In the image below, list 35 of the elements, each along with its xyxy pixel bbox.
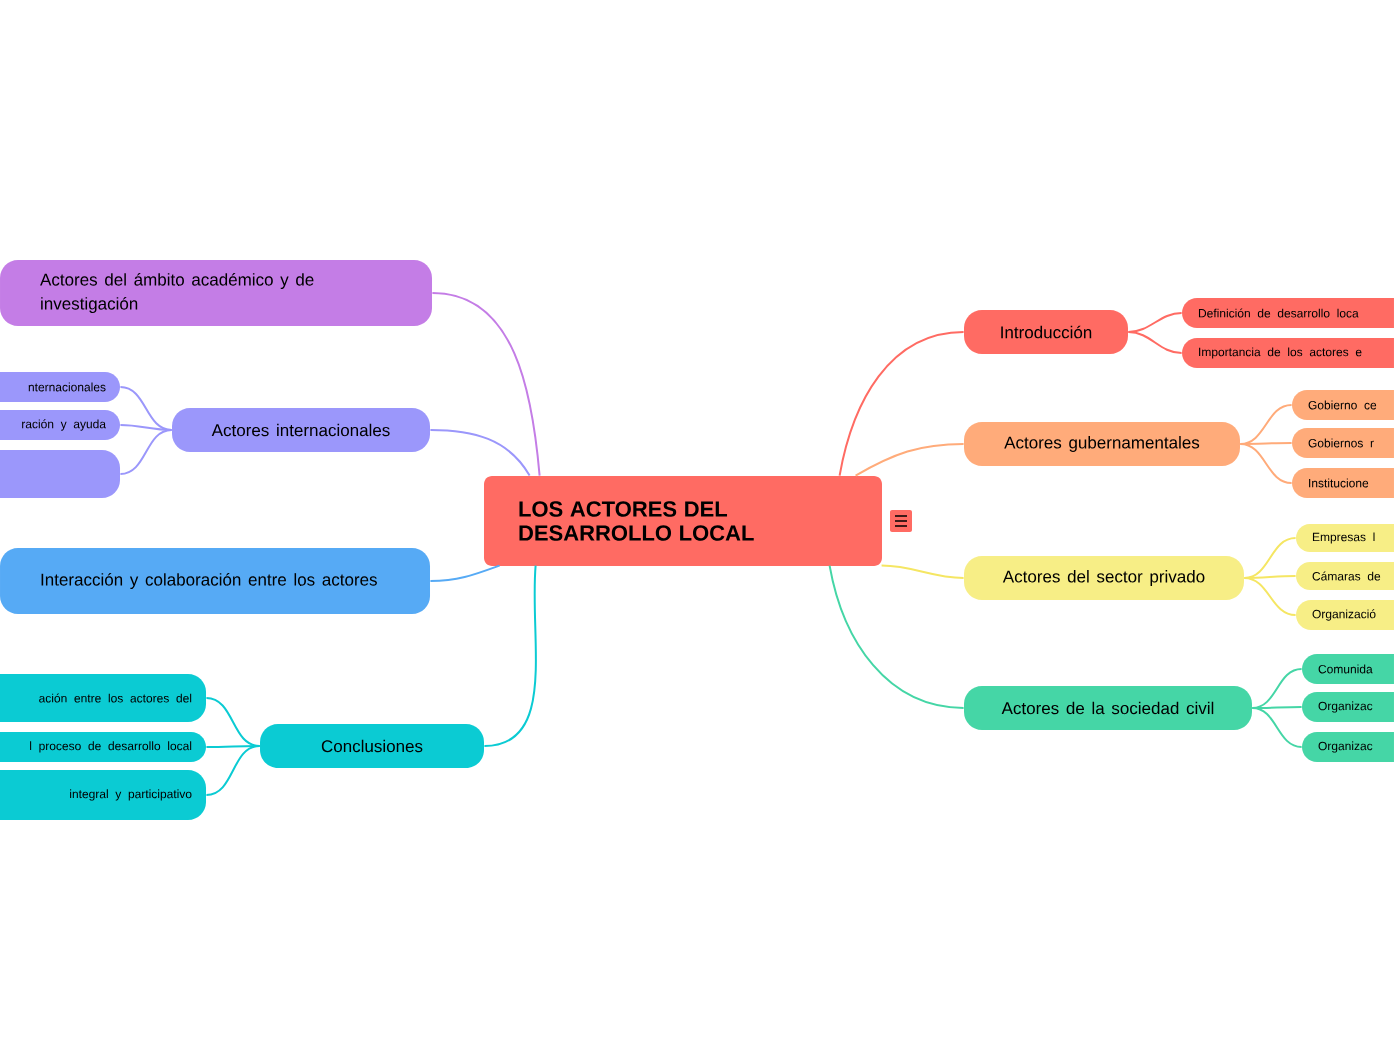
connector-line — [1239, 442, 1293, 445]
connector-line — [1127, 312, 1183, 333]
connector-line — [1251, 707, 1303, 748]
topic-box: Actores del sector privado — [964, 556, 1244, 600]
connector-line — [431, 292, 541, 477]
subtopic-box — [0, 450, 120, 498]
connector-line — [1251, 668, 1303, 709]
connector-line — [119, 429, 173, 475]
central-topic-box: LOS ACTORES DEL DESARROLLO LOCAL — [484, 476, 882, 566]
connector-line — [1239, 443, 1293, 484]
topic-box: Interacción y colaboración entre los actores — [0, 548, 430, 614]
connector-line — [1239, 404, 1293, 445]
connector-line — [205, 745, 261, 796]
connector-line — [119, 424, 173, 431]
connector-line — [1243, 577, 1297, 616]
connector-line — [205, 697, 261, 747]
topic-box: Conclusiones — [260, 724, 484, 768]
connector-line — [1251, 706, 1303, 709]
connector-line — [1243, 537, 1297, 579]
topic-box: Actores del ámbito académico y de investigación — [0, 260, 432, 326]
connector-line — [828, 564, 965, 709]
connector-line — [483, 564, 537, 747]
topic-box: Actores gubernamentales — [964, 422, 1240, 466]
connector-line — [119, 386, 173, 431]
connector-line — [205, 745, 261, 748]
topic-box: Introducción — [964, 310, 1128, 354]
connector-line — [1127, 331, 1183, 354]
topic-box: Actores de la sociedad civil — [964, 686, 1252, 730]
connector-line — [1243, 575, 1297, 579]
connector-line — [854, 443, 965, 477]
topic-box: Actores internacionales — [172, 408, 430, 452]
connector-line — [838, 331, 965, 477]
connector-line — [429, 429, 531, 477]
connector-line — [429, 564, 501, 582]
connector-line — [880, 564, 965, 579]
